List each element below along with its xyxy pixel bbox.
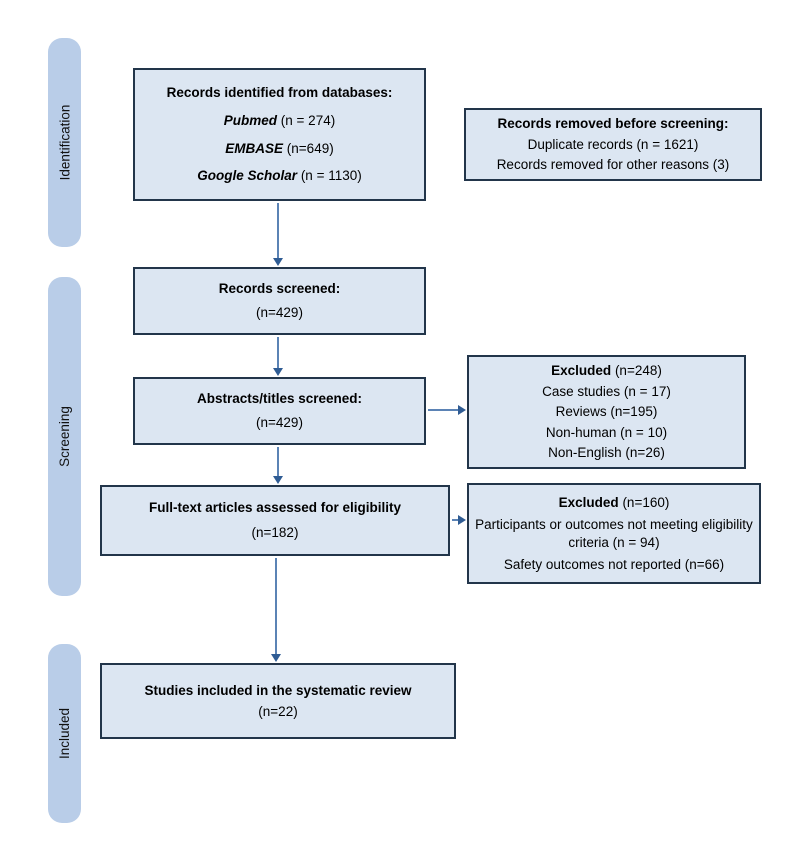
stage-bar-screening: Screening <box>48 277 81 596</box>
records-removed-line: Records removed for other reasons (3) <box>496 157 730 173</box>
abstracts-screened-count: (n=429) <box>256 415 303 431</box>
source-embase: EMBASE (n=649) <box>225 140 334 156</box>
box-excluded-eligibility: Excluded (n=160) Participants or outcome… <box>467 483 761 584</box>
excluded-screening-line: Case studies (n = 17) <box>542 383 671 399</box>
arrow-abstracts-to-excluded <box>428 405 466 415</box>
arrow-abstracts-to-fulltext <box>273 447 283 484</box>
source-pubmed: Pubmed (n = 274) <box>223 112 336 128</box>
excluded-eligibility-line: Participants or outcomes not meeting eli… <box>475 516 753 550</box>
box-abstracts-screened: Abstracts/titles screened: (n=429) <box>133 377 426 445</box>
excluded-screening-line: Reviews (n=195) <box>555 404 658 420</box>
studies-included-count: (n=22) <box>258 703 298 719</box>
excluded-screening-line: Non-English (n=26) <box>548 445 665 461</box>
stage-bar-identification: Identification <box>48 38 81 247</box>
excluded-screening-line: Non-human (n = 10) <box>545 424 668 440</box>
arrow-screened-to-abstracts <box>273 337 283 376</box>
fulltext-title: Full-text articles assessed for eligibil… <box>148 499 402 515</box>
box-records-removed: Records removed before screening: Duplic… <box>464 108 762 181</box>
stage-label-screening: Screening <box>57 406 73 467</box>
stage-label-identification: Identification <box>57 104 72 181</box>
arrow-identified-to-screened <box>273 203 283 266</box>
stage-bar-included: Included <box>48 644 81 823</box>
box-excluded-screening: Excluded (n=248) Case studies (n = 17) R… <box>467 355 746 469</box>
excluded-eligibility-title-line: Excluded (n=160) <box>558 494 670 510</box>
records-identified-title: Records identified from databases: <box>166 85 393 101</box>
arrow-fulltext-to-excluded <box>452 515 466 525</box>
source-google-scholar: Google Scholar (n = 1130) <box>197 168 362 184</box>
arrow-fulltext-to-included <box>271 558 281 662</box>
excluded-screening-title-line: Excluded (n=248) <box>551 363 662 379</box>
stage-label-included: Included <box>57 707 73 760</box>
records-removed-line: Duplicate records (n = 1621) <box>527 136 699 152</box>
box-fulltext-assessed: Full-text articles assessed for eligibil… <box>100 485 450 556</box>
records-removed-title: Records removed before screening: <box>497 116 729 132</box>
studies-included-title: Studies included in the systematic revie… <box>144 682 412 698</box>
excluded-eligibility-line: Safety outcomes not reported (n=66) <box>503 556 725 572</box>
abstracts-screened-title: Abstracts/titles screened: <box>196 390 363 406</box>
box-records-screened: Records screened: (n=429) <box>133 267 426 335</box>
records-screened-count: (n=429) <box>256 305 303 321</box>
box-studies-included: Studies included in the systematic revie… <box>100 663 456 739</box>
fulltext-count: (n=182) <box>251 525 299 541</box>
box-records-identified: Records identified from databases: Pubme… <box>133 68 426 201</box>
records-screened-title: Records screened: <box>218 280 341 296</box>
